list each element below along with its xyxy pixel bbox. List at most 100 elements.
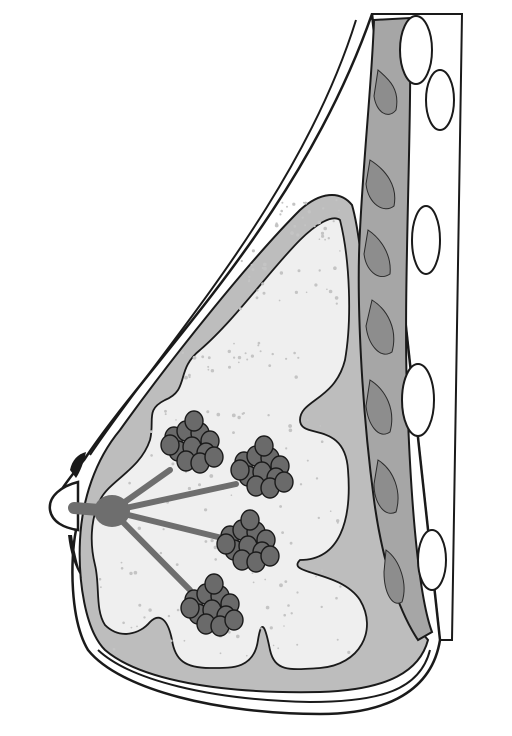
tissue-speckle: [293, 351, 296, 355]
lobule: [274, 471, 294, 493]
tissue-speckle: [183, 639, 186, 642]
nipple: [48, 480, 80, 532]
tissue-speckle: [181, 351, 185, 355]
tissue-speckle: [256, 289, 259, 292]
tissue-speckle: [159, 551, 163, 555]
tissue-speckle: [237, 361, 240, 364]
tissue-speckle: [246, 654, 248, 657]
tissue-speckle: [257, 344, 260, 347]
tissue-speckle: [246, 358, 249, 361]
tissue-speckle: [207, 356, 211, 360]
tissue-speckle: [277, 647, 280, 650]
tissue-speckle: [290, 612, 293, 615]
tissue-speckle: [171, 462, 175, 466]
tissue-speckle: [133, 570, 138, 575]
lobule-cluster: [160, 410, 224, 474]
tissue-speckle: [128, 481, 131, 485]
tissue-speckle: [284, 580, 288, 583]
tissue-speckle: [290, 231, 294, 236]
lobule: [160, 434, 180, 456]
tissue-speckle: [318, 269, 321, 272]
tissue-speckle: [301, 216, 304, 219]
tissue-speckle: [252, 581, 255, 584]
tissue-speckle: [250, 263, 254, 267]
tissue-speckle: [216, 412, 221, 417]
ribs: [399, 15, 455, 591]
tissue-speckle: [237, 355, 242, 360]
tissue-speckle: [129, 571, 133, 576]
tissue-speckle: [304, 224, 307, 227]
tissue-speckle: [339, 250, 341, 252]
tissue-speckle: [149, 430, 153, 433]
tissue-speckle: [137, 526, 141, 530]
tissue-speckle: [338, 209, 340, 212]
tissue-speckle: [210, 539, 214, 543]
lobule-cluster: [230, 435, 294, 499]
tissue-speckle: [281, 201, 284, 204]
tissue-speckle: [198, 483, 201, 487]
tissue-speckle: [333, 266, 337, 271]
lobule-cluster: [180, 573, 244, 637]
tissue-speckle: [206, 410, 210, 414]
tissue-speckle: [288, 428, 293, 433]
tissue-speckle: [307, 210, 311, 214]
tissue-speckle: [248, 275, 251, 278]
tissue-speckle: [244, 352, 247, 355]
tissue-speckle: [122, 621, 125, 625]
tissue-speckle: [335, 199, 338, 202]
tissue-speckle: [296, 233, 300, 237]
tissue-speckle: [281, 531, 284, 534]
tissue-speckle: [201, 355, 205, 359]
tissue-speckle: [287, 604, 290, 607]
tissue-speckle: [263, 262, 267, 267]
tissue-speckle: [296, 591, 299, 594]
tissue-speckle: [307, 419, 309, 421]
lobule: [184, 410, 204, 432]
tissue-speckle: [247, 280, 251, 283]
tissue-speckle: [112, 648, 116, 651]
tissue-speckle: [241, 412, 244, 415]
tissue-speckle: [306, 459, 309, 462]
tissue-speckle: [332, 220, 335, 223]
tissue-speckle: [232, 431, 235, 434]
lobule: [204, 573, 224, 595]
tissue-speckle: [250, 354, 254, 358]
tissue-speckle: [335, 596, 338, 600]
tissue-speckle: [347, 650, 351, 655]
tissue-speckle: [280, 209, 284, 213]
tissue-speckle: [209, 474, 214, 478]
tissue-speckle: [98, 577, 102, 581]
tissue-speckle: [130, 626, 133, 629]
tissue-speckle: [328, 289, 333, 294]
tissue-speckle: [264, 578, 267, 581]
tissue-speckle: [261, 282, 265, 286]
tissue-speckle: [213, 545, 218, 550]
tissue-speckle: [320, 231, 325, 235]
tissue-speckle: [167, 614, 171, 618]
lobule: [260, 545, 280, 567]
tissue-speckle: [297, 356, 300, 359]
tissue-speckle: [265, 605, 270, 610]
tissue-speckle: [210, 369, 215, 373]
tissue-speckle: [296, 643, 299, 646]
lobule: [254, 435, 274, 457]
tissue-speckle: [120, 567, 124, 570]
tissue-speckle: [251, 249, 255, 253]
tissue-speckle: [326, 288, 328, 291]
tissue-speckle: [207, 368, 210, 371]
tissue-speckle: [251, 268, 255, 271]
tissue-speckle: [164, 413, 167, 416]
tissue-speckle: [187, 486, 191, 491]
tissue-speckle: [279, 583, 283, 588]
tissue-speckle: [237, 415, 241, 420]
lobules: [160, 410, 294, 637]
tissue-speckle: [255, 296, 259, 300]
tissue-speckle: [279, 271, 284, 275]
tissue-speckle: [251, 572, 254, 574]
tissue-speckle: [170, 639, 173, 643]
tissue-speckle: [324, 238, 326, 241]
tissue-speckle: [339, 585, 342, 588]
tissue-speckle: [279, 505, 282, 508]
